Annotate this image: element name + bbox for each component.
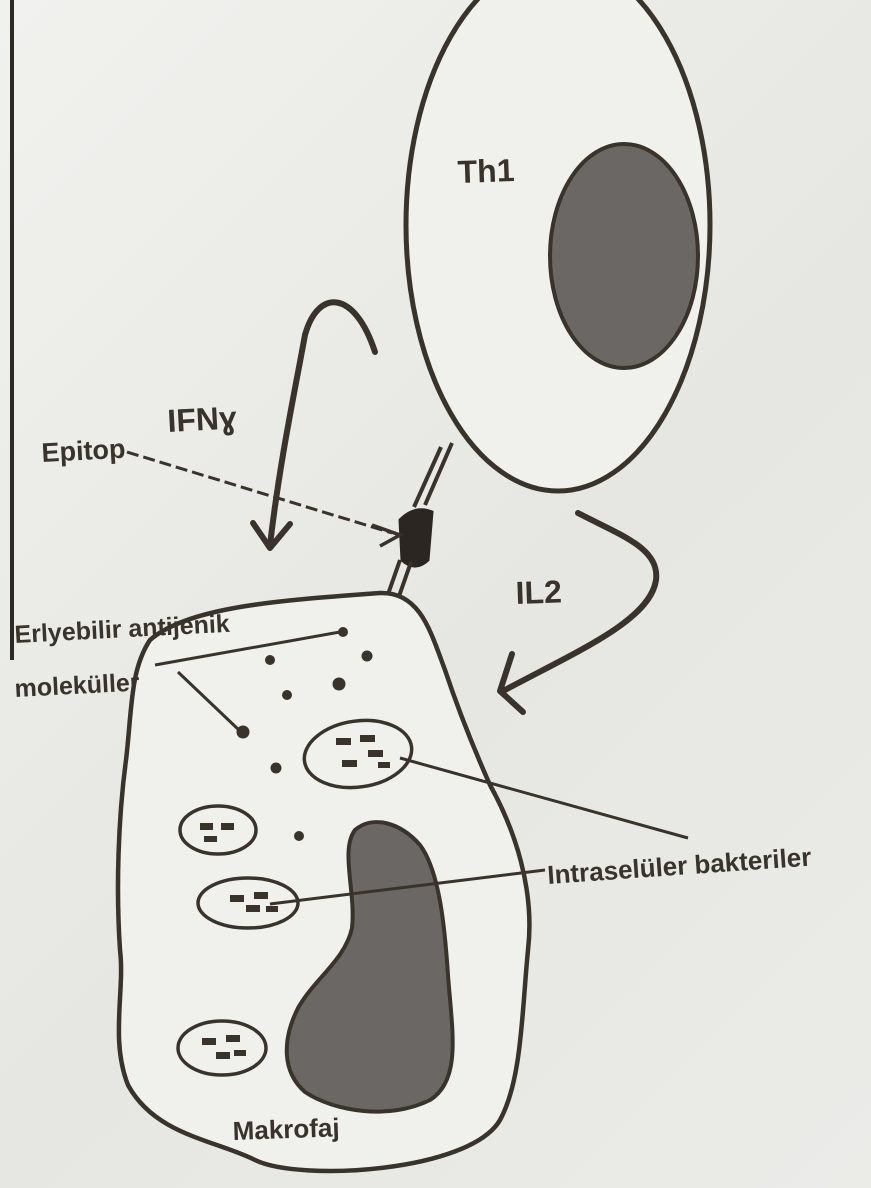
th1-nucleus — [550, 144, 698, 368]
macrophage-cell — [118, 593, 529, 1171]
bacteria-label: Intraselüler bakteriler — [546, 842, 812, 890]
macrophage-label: Makrofaj — [232, 1112, 340, 1146]
epitop-label: Epitop — [41, 434, 126, 468]
il2-label: IL2 — [515, 573, 562, 611]
il2-arrow — [500, 513, 656, 712]
ifn-arrow — [253, 302, 375, 548]
epitop-leader — [127, 452, 392, 533]
soluble-antigen-label-line2: moleküller — [14, 668, 141, 703]
ifn-label: IFNɣ — [166, 399, 237, 439]
th1-cell — [406, 0, 710, 491]
tcr-epitope-connection — [386, 443, 452, 602]
th1-label: Th1 — [457, 152, 515, 190]
